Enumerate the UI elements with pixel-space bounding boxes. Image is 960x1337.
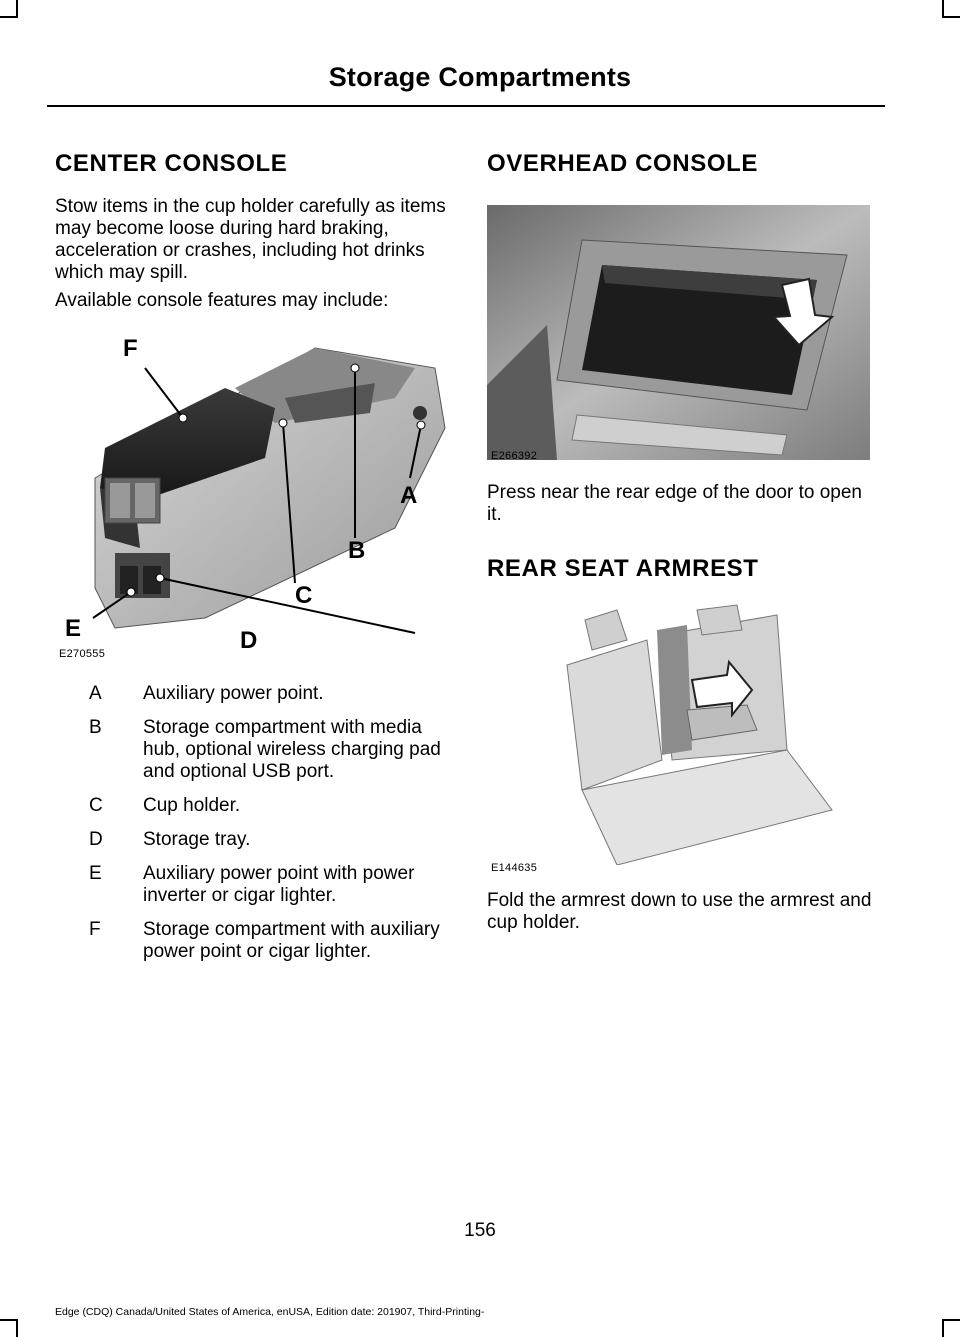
- legend-item: F Storage compartment with auxiliary pow…: [55, 919, 455, 963]
- center-console-legend: A Auxiliary power point. B Storage compa…: [55, 683, 455, 975]
- center-console-lead-in: Available console features may include:: [55, 290, 389, 311]
- crop-mark: [942, 16, 960, 18]
- page-title: Storage Compartments: [328, 62, 632, 92]
- crop-mark: [0, 1319, 18, 1321]
- crop-mark: [16, 0, 18, 18]
- legend-key: B: [89, 717, 102, 738]
- crop-mark: [942, 1319, 944, 1337]
- center-console-intro: Stow items in the cup holder carefully a…: [55, 196, 446, 283]
- footer-text: Edge (CDQ) Canada/United States of Ameri…: [55, 1306, 485, 1318]
- figure-code: E270555: [59, 648, 106, 660]
- legend-item: A Auxiliary power point.: [55, 683, 455, 705]
- legend-item: C Cup holder.: [55, 795, 455, 817]
- callout-e: E: [65, 615, 81, 642]
- legend-text: Auxiliary power point with power inverte…: [143, 863, 415, 906]
- callout-f: F: [123, 335, 138, 362]
- legend-key: A: [89, 683, 102, 704]
- legend-text: Storage compartment with media hub, opti…: [143, 717, 441, 782]
- legend-text: Cup holder.: [143, 795, 241, 816]
- figure-code: E144635: [491, 862, 538, 874]
- crop-mark: [16, 1319, 18, 1337]
- rear-seat-armrest-heading: REAR SEAT ARMREST: [487, 555, 759, 582]
- legend-item: E Auxiliary power point with power inver…: [55, 863, 455, 907]
- legend-key: E: [89, 863, 102, 884]
- overhead-console-illustration: [487, 205, 870, 460]
- legend-key: C: [89, 795, 103, 816]
- legend-item: D Storage tray.: [55, 829, 455, 851]
- overhead-console-figure: E266392: [487, 205, 870, 465]
- center-console-illustration: F A B C D E: [55, 328, 455, 660]
- callout-d: D: [240, 627, 257, 654]
- crop-mark: [942, 0, 944, 18]
- callout-c: C: [295, 582, 312, 609]
- legend-text: Auxiliary power point.: [143, 683, 324, 704]
- page-number: 156: [464, 1220, 496, 1241]
- callout-a: A: [400, 482, 417, 509]
- legend-text: Storage tray.: [143, 829, 251, 850]
- overhead-console-heading: OVERHEAD CONSOLE: [487, 150, 758, 177]
- figure-code: E266392: [491, 450, 538, 462]
- legend-key: F: [89, 919, 101, 940]
- legend-item: B Storage compartment with media hub, op…: [55, 717, 455, 783]
- overhead-console-text: Press near the rear edge of the door to …: [487, 482, 862, 525]
- center-console-figure: F A B C D E E270555: [55, 328, 455, 660]
- rear-seat-armrest-figure: E144635: [487, 600, 870, 878]
- rear-seat-armrest-text: Fold the armrest down to use the armrest…: [487, 890, 872, 933]
- legend-text: Storage compartment with auxiliary power…: [143, 919, 440, 962]
- crop-mark: [0, 16, 18, 18]
- crop-mark: [942, 1319, 960, 1321]
- title-rule: [47, 105, 885, 107]
- legend-key: D: [89, 829, 103, 850]
- callout-b: B: [348, 537, 365, 564]
- center-console-heading: CENTER CONSOLE: [55, 150, 288, 177]
- rear-seat-illustration: [487, 600, 870, 866]
